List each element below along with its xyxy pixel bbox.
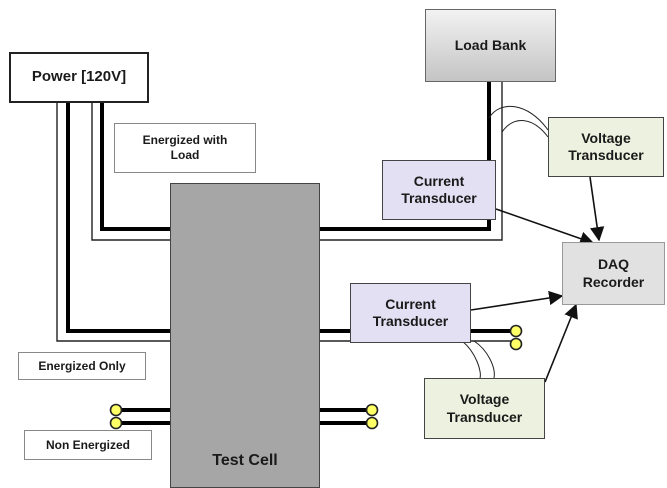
voltage-transducer-top-label: Voltage Transducer [568, 129, 644, 164]
voltage-transducer-top-box: Voltage Transducer [548, 117, 664, 177]
arrow-vt-top-to-daq [589, 176, 605, 242]
test-cell-label: Test Cell [212, 452, 278, 469]
arrow-vt-bottom-to-daq [544, 303, 578, 383]
current-transducer-mid-box: Current Transducer [350, 283, 471, 343]
energized-only-label-box: Energized Only [18, 352, 146, 380]
current-transducer-mid-label: Current Transducer [372, 295, 449, 330]
energized-with-load-label: Energized with Load [142, 133, 228, 162]
terminal-energized-hot [509, 324, 523, 338]
current-transducer-top-label: Current Transducer [401, 172, 477, 207]
top-voltage-lead-2 [501, 120, 549, 138]
current-transducer-top-box: Current Transducer [382, 160, 496, 220]
terminal-energized-neutral [509, 337, 523, 351]
voltage-transducer-bottom-box: Voltage Transducer [424, 378, 545, 439]
terminal-nonenergized-right-top [365, 403, 379, 417]
terminal-nonenergized-left-top [109, 403, 123, 417]
power-label: Power [120V] [31, 68, 127, 86]
voltage-transducer-bottom-label: Voltage Transducer [446, 391, 523, 425]
load-bank-box: Load Bank [425, 9, 556, 82]
bottom-voltage-lead-1 [461, 340, 481, 379]
energized-with-load-label-box: Energized with Load [114, 123, 256, 173]
daq-recorder-label: DAQ Recorder [582, 256, 645, 290]
energized-only-label: Energized Only [38, 358, 126, 373]
test-cell-box: Test Cell [170, 183, 320, 488]
arrow-ct-mid-to-daq [470, 290, 564, 311]
power-source-box: Power [120V] [9, 52, 149, 103]
load-bank-label: Load Bank [454, 36, 527, 53]
arrow-ct-top-to-daq [495, 208, 595, 246]
non-energized-label-box: Non Energized [24, 430, 152, 460]
top-voltage-lead-1 [488, 105, 549, 131]
terminal-nonenergized-left-bottom [109, 416, 123, 430]
terminal-nonenergized-right-bottom [365, 416, 379, 430]
non-energized-label: Non Energized [45, 437, 130, 452]
bottom-voltage-lead-2 [473, 340, 495, 379]
daq-recorder-box: DAQ Recorder [562, 242, 665, 305]
